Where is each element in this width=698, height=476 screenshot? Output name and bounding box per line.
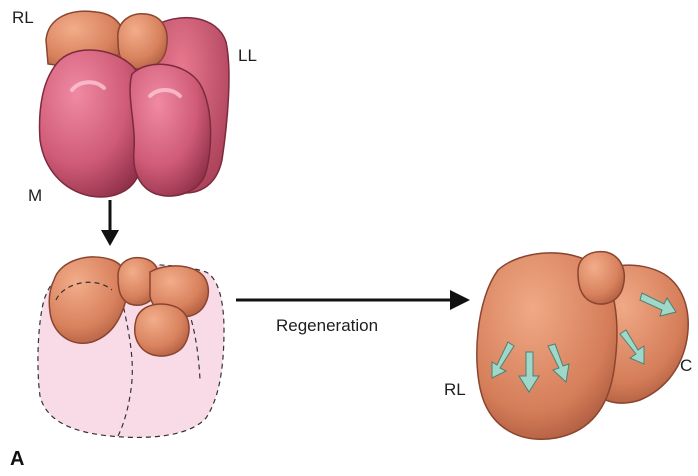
label-intact-median-lobe: M bbox=[28, 186, 42, 206]
remnant-left-lobe-lower bbox=[135, 304, 189, 356]
label-intact-right-lobe: RL bbox=[12, 8, 34, 28]
intact-median-lobe-right-half bbox=[130, 64, 211, 196]
label-regenerated-right-lobe: RL bbox=[444, 380, 466, 400]
regenerated-caudate-lobe bbox=[578, 252, 624, 304]
resection-arrow bbox=[101, 200, 119, 246]
intact-liver bbox=[40, 11, 229, 197]
label-intact-left-lobe: LL bbox=[238, 46, 257, 66]
regeneration-arrow bbox=[236, 290, 470, 310]
label-regeneration: Regeneration bbox=[276, 316, 378, 336]
panel-label: A bbox=[10, 448, 24, 471]
intact-median-lobe-left-half bbox=[40, 50, 146, 197]
remnant-liver bbox=[38, 257, 224, 437]
label-regenerated-caudate: C bbox=[680, 356, 692, 376]
regenerated-liver bbox=[477, 252, 688, 440]
